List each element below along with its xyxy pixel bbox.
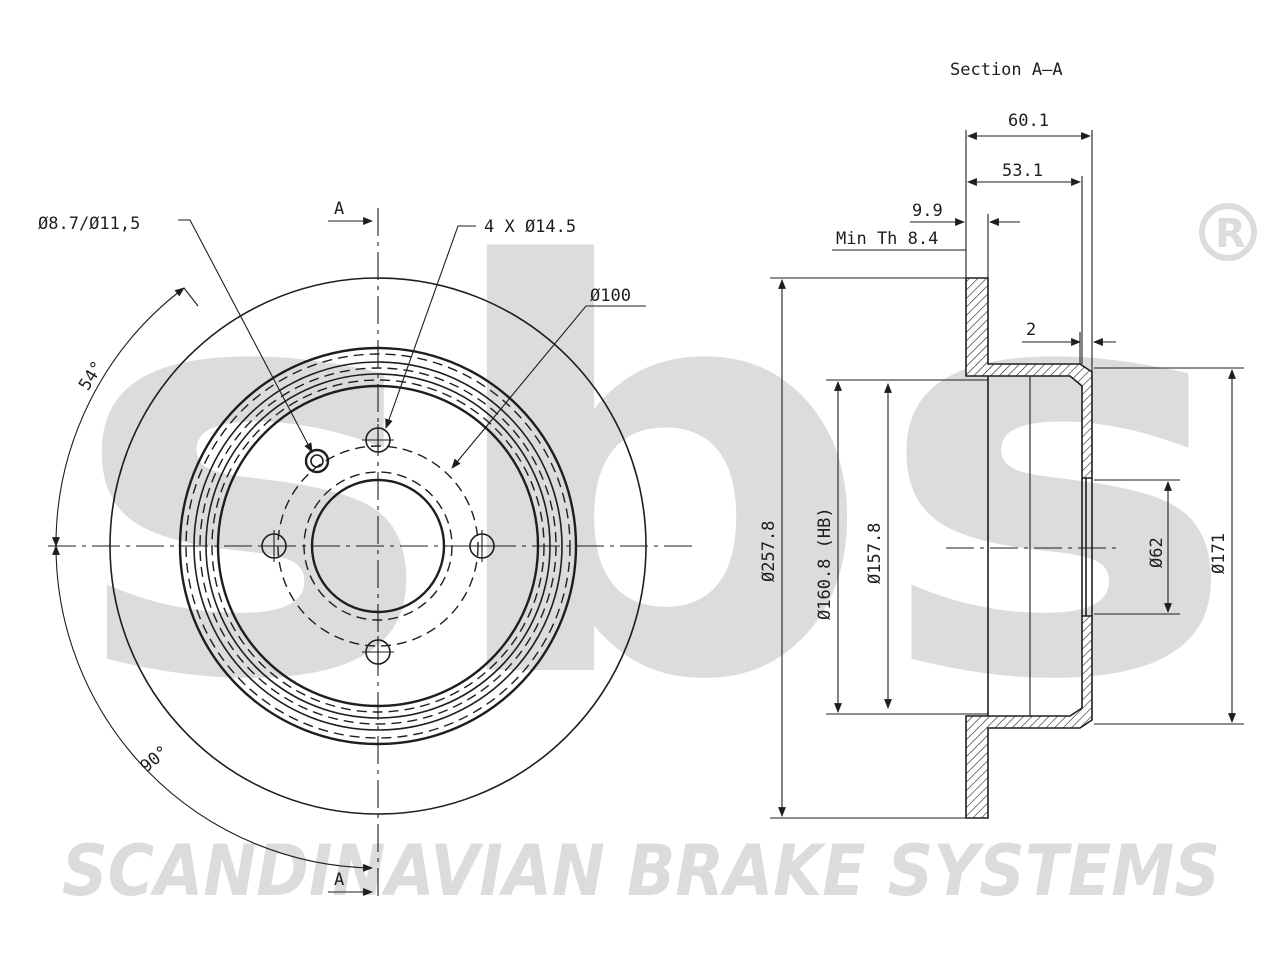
min-thickness-label: Min Th 8.4 xyxy=(836,229,938,249)
bolt-holes-label: 4 X Ø14.5 xyxy=(484,217,576,237)
sbs-watermark: sbs R SCANDINAVIAN BRAKE SYSTEMS xyxy=(62,151,1257,912)
outer-diameter-label: Ø257.8 xyxy=(759,521,779,582)
front-view: Ø8.7/Ø11,5 4 X Ø14.5 Ø100 A A 54° 90° xyxy=(38,199,692,902)
section-view: Section A–A 60.1 53.1 9.9 Min Th 8.4 xyxy=(759,60,1244,819)
flange-thickness-label: 2 xyxy=(1026,320,1036,340)
bolt-holes-leader-line xyxy=(385,225,476,429)
hat-diameter-label: Ø171 xyxy=(1209,533,1229,574)
hub-bore-label: Ø160.8 (HB) xyxy=(815,507,835,620)
bolt-holes xyxy=(258,424,498,668)
pcd-leader-line xyxy=(451,305,646,469)
friction-ring-groove-1 xyxy=(185,353,571,739)
company-name-text: SCANDINAVIAN BRAKE SYSTEMS xyxy=(62,830,1220,912)
locating-hole xyxy=(304,448,330,474)
overall-height-label: 60.1 xyxy=(1008,111,1049,131)
hole-leader-line xyxy=(178,219,313,453)
angle-arc-top xyxy=(52,287,185,547)
registered-mark-icon xyxy=(1199,203,1257,261)
registered-mark-letter: R xyxy=(1215,211,1246,257)
hat-height-label: 53.1 xyxy=(1002,161,1043,181)
hole-size-label: Ø8.7/Ø11,5 xyxy=(38,214,140,234)
angle-arc-bottom xyxy=(52,545,373,872)
friction-ring-groove-3 xyxy=(199,367,557,725)
disc-thickness-label: 9.9 xyxy=(912,201,943,221)
pcd-label: Ø100 xyxy=(590,286,631,306)
center-bore-label: Ø62 xyxy=(1147,537,1167,568)
sbs-logo-text: sbs xyxy=(70,151,1240,803)
section-title: Section A–A xyxy=(950,60,1063,80)
section-marker-bottom: A xyxy=(334,870,344,890)
section-marker-top: A xyxy=(334,199,344,219)
inner-diameter-label: Ø157.8 xyxy=(865,523,885,584)
